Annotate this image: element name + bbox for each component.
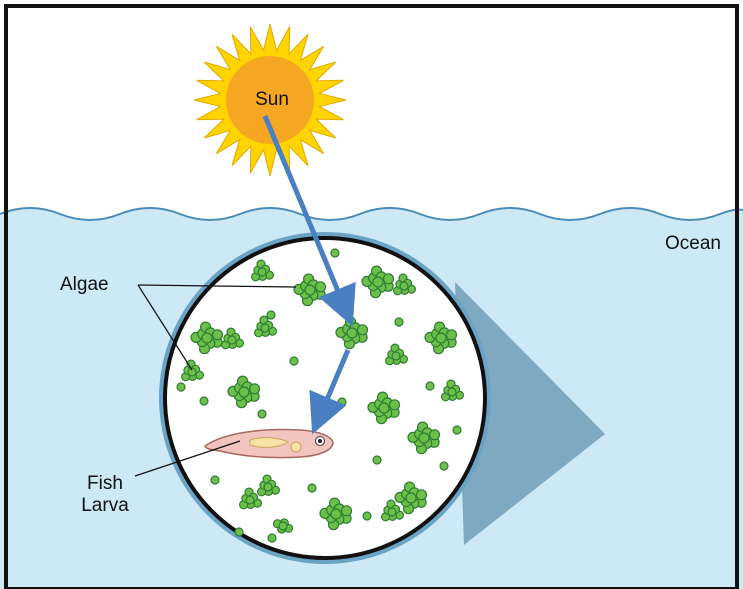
algae-cell-icon [373,456,381,464]
algae-cell-icon [440,462,448,470]
algae-label: Algae [60,274,109,296]
algae-cell-icon [235,528,243,536]
algae-cell-icon [363,512,371,520]
algae-cell-icon [268,534,276,542]
algae-cell-icon [426,382,434,390]
fish-larva-label: Fish Larva [70,473,140,517]
algae-cell-icon [290,357,298,365]
algae-cell-icon [258,410,266,418]
algae-cell-icon [308,484,316,492]
algae-cell-icon [331,249,339,257]
algae-cell-icon [211,476,219,484]
algae-cell-icon [453,426,461,434]
algae-cell-icon [395,318,403,326]
fish-yolk [291,442,301,452]
fish-label-line-2: Larva [70,495,140,517]
sun-label: Sun [246,89,298,111]
algae-cell-icon [338,398,346,406]
algae-cell-icon [177,383,185,391]
ocean-label: Ocean [665,233,721,255]
algae-cell-icon [200,397,208,405]
algae-cell-icon [267,311,275,319]
fish-pupil [318,439,322,443]
fish-label-line-1: Fish [70,473,140,495]
